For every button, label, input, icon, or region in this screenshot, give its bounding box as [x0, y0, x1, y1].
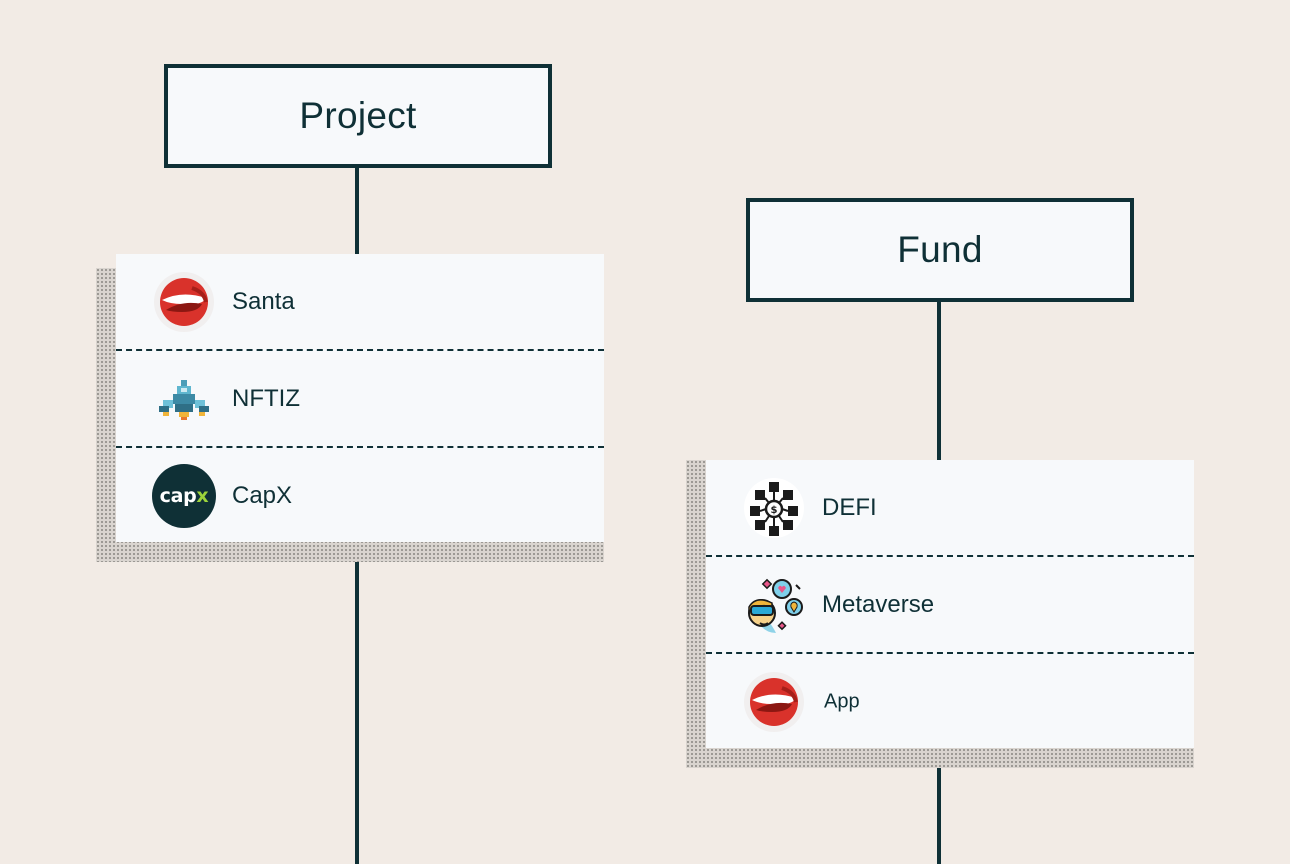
list-item-app[interactable]: App — [706, 652, 1194, 749]
list-item-label: CapX — [232, 481, 293, 509]
list-item-label: NFTIZ — [232, 384, 300, 412]
santa-logo-icon — [152, 270, 216, 334]
defi-blocks-icon: $ — [742, 476, 806, 540]
fund-list: $ DEFI Metaverse — [706, 460, 1194, 748]
list-item-label: DEFI — [822, 493, 877, 521]
fund-connector-bottom — [937, 746, 941, 864]
list-item-label: Santa — [232, 287, 295, 315]
fund-title: Fund — [897, 229, 983, 270]
rocket-ship-icon — [152, 367, 216, 431]
santa-logo-icon — [742, 670, 806, 734]
list-item-defi[interactable]: $ DEFI — [706, 460, 1194, 555]
list-item-capx[interactable]: capx CapX — [116, 446, 604, 543]
list-item-nftiz[interactable]: NFTIZ — [116, 349, 604, 446]
vr-headset-person-icon — [742, 573, 806, 637]
project-connector-bottom — [355, 540, 359, 864]
capx-logo-icon: capx — [152, 463, 216, 528]
capx-logo-text: cap — [159, 484, 197, 507]
project-list: Santa NFTIZ capx CapX — [116, 254, 604, 542]
list-item-metaverse[interactable]: Metaverse — [706, 555, 1194, 652]
list-item-label: Metaverse — [822, 590, 935, 618]
project-title: Project — [299, 95, 417, 136]
fund-header: Fund — [746, 198, 1134, 302]
project-header: Project — [164, 64, 552, 168]
svg-text:$: $ — [771, 505, 778, 516]
fund-connector-top — [937, 300, 941, 462]
project-connector-top — [355, 166, 359, 256]
list-item-santa[interactable]: Santa — [116, 254, 604, 349]
list-item-label: App — [824, 690, 860, 712]
capx-logo-accent: x — [196, 484, 209, 507]
